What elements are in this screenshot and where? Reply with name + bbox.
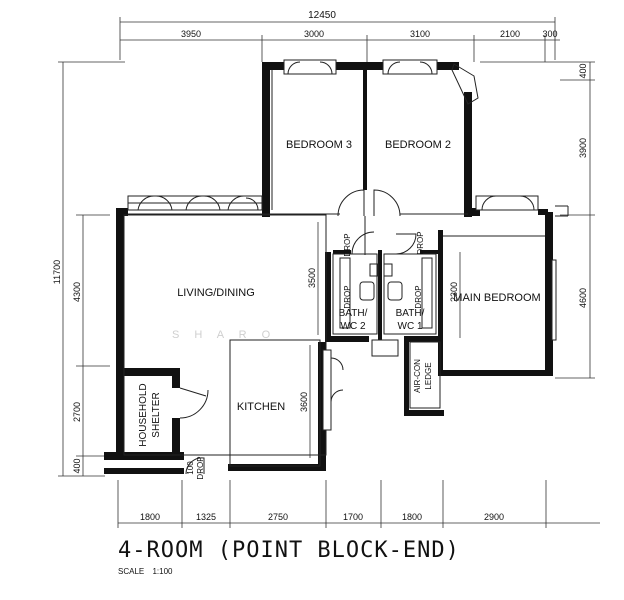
- dim-left-2: 2700: [72, 402, 82, 422]
- room-kitchen: KITCHEN: [237, 401, 285, 413]
- scale-label: SCALE: [118, 567, 145, 576]
- drop-labels: DROP DROP DROP DROP 100 DROP: [186, 231, 425, 479]
- walls: [104, 62, 553, 474]
- room-living-dining: LIVING/DINING: [177, 287, 255, 299]
- watermark: S H A R O: [172, 329, 276, 341]
- dim-top-total: 12450: [308, 10, 336, 21]
- scale-value: 1:100: [152, 567, 173, 576]
- dimension-lines: [58, 17, 600, 528]
- room-ledge: LEDGE: [424, 362, 433, 389]
- dim-bottom-5: 1800: [402, 512, 422, 522]
- dim-right-3: 4600: [578, 288, 588, 308]
- dim-bottom-3: 2750: [268, 512, 288, 522]
- drop-label-3: DROP: [343, 285, 352, 308]
- dim-bath-height: 2300: [449, 282, 459, 302]
- windows: [127, 59, 557, 431]
- room-bath-1: BATH/: [396, 308, 425, 319]
- dim-kitchen-height: 3600: [299, 392, 309, 412]
- drop-label-5: DROP: [196, 456, 205, 479]
- room-wc-2: WC 2: [341, 321, 366, 332]
- dim-left-3: 400: [72, 458, 82, 473]
- dimension-labels: 12450 3950 3000 3100 2100 300 11700 4300…: [52, 10, 588, 522]
- bath-fixtures: [339, 257, 433, 329]
- drop-label-2: DROP: [416, 231, 425, 254]
- outline-lines: [123, 70, 569, 467]
- dim-right-1: 400: [578, 63, 588, 78]
- drop-label-1: DROP: [343, 233, 352, 256]
- room-aircon: AIR-CON: [413, 359, 422, 393]
- dim-top-2: 3000: [304, 29, 324, 39]
- room-labels: BEDROOM 3 BEDROOM 2 LIVING/DINING MAIN B…: [138, 139, 541, 447]
- room-bath-2: BATH/: [339, 308, 368, 319]
- dim-top-5: 300: [542, 29, 557, 39]
- dim-bottom-2: 1325: [196, 512, 216, 522]
- room-shelter: SHELTER: [151, 392, 162, 437]
- dim-left-1: 4300: [72, 282, 82, 302]
- dim-living-height: 3500: [307, 268, 317, 288]
- dim-bottom-6: 2900: [484, 512, 504, 522]
- dim-left-total: 11700: [52, 260, 62, 284]
- dim-bottom-4: 1700: [343, 512, 363, 522]
- room-household: HOUSEHOLD: [138, 383, 149, 446]
- drop-label-4: DROP: [414, 285, 423, 308]
- room-main-bedroom: MAIN BEDROOM: [453, 292, 540, 304]
- plan-title: 4-ROOM (POINT BLOCK-END): [118, 538, 460, 563]
- room-wc-1: WC 1: [398, 321, 423, 332]
- scale-note: SCALE 1:100: [118, 567, 179, 576]
- doors: [179, 189, 417, 475]
- dim-right-2: 3900: [578, 138, 588, 158]
- room-bedroom-2: BEDROOM 2: [385, 139, 451, 151]
- dim-top-1: 3950: [181, 29, 201, 39]
- dim-top-4: 2100: [500, 29, 520, 39]
- dim-bottom-1: 1800: [140, 512, 160, 522]
- door-code-100: 100: [186, 461, 195, 475]
- dim-top-3: 3100: [410, 29, 430, 39]
- room-bedroom-3: BEDROOM 3: [286, 139, 352, 151]
